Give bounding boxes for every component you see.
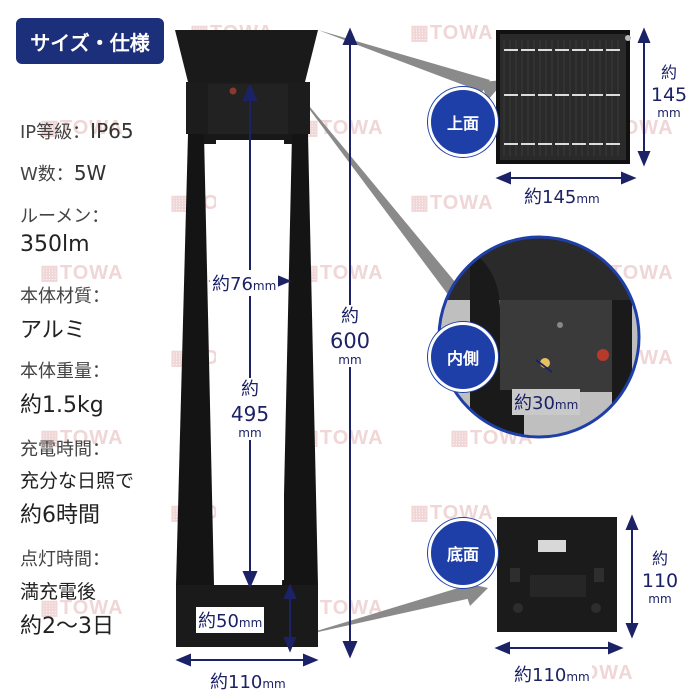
spec-label: IP等級： (20, 122, 91, 143)
spec-material-value: アルミ (20, 318, 86, 343)
dim-inner-part: 約30mm (512, 389, 581, 415)
callout-arrow-inner (286, 78, 470, 308)
badge-inner-view: 内側 (428, 322, 498, 392)
spec-value: 5W (73, 161, 107, 185)
dim-total-height: 約 600 mm (326, 305, 374, 367)
badge-bottom-view: 底面 (428, 518, 498, 588)
spec-weight-label: 本体重量： (20, 361, 110, 382)
watermark: ▦TOWA (40, 427, 124, 449)
dim-top-height: 約 145 mm (650, 63, 688, 120)
dim-inner-height: 約 495 mm (230, 378, 270, 440)
spec-charge-label: 充電時間： (20, 439, 110, 460)
base-bottom-view (497, 517, 617, 632)
spec-wattage: W数：5W (20, 160, 106, 186)
watermark: ▦TOWA (300, 427, 384, 449)
watermark: ▦TOWA (410, 22, 494, 44)
callout-arrow-top (318, 30, 490, 92)
badge-top-view: 上面 (428, 87, 498, 157)
spec-ip-rating: IP等級：IP65 (20, 118, 134, 144)
spec-lumen-value: 350lm (20, 232, 90, 257)
spec-lumen-label: ルーメン： (20, 206, 110, 227)
spec-lighting-label: 点灯時間： (20, 549, 110, 570)
spec-weight-value: 約1.5kg (20, 393, 104, 418)
spec-label: W数： (20, 164, 74, 185)
section-title: サイズ・仕様 (16, 18, 164, 64)
watermark: ▦TOWA (300, 597, 384, 619)
spec-lighting-value: 満充電後 (20, 581, 97, 603)
spec-charge-value: 充分な日照で (20, 470, 135, 492)
spec-lighting-value-2: 約2〜3日 (20, 614, 114, 639)
dim-base-height: 約50mm (196, 607, 265, 633)
spec-material-label: 本体材質： (20, 286, 110, 307)
dim-bottom-height: 約 110 mm (641, 549, 679, 606)
callout-arrow-bottom (300, 585, 476, 636)
dim-bottom-width: 約110mm (512, 661, 592, 687)
spec-value: IP65 (90, 119, 134, 143)
watermark: ▦TOWA (300, 262, 384, 284)
watermark: ▦TOWA (40, 117, 124, 139)
dim-top-width: 約145mm (522, 183, 602, 209)
dim-base-width: 約110mm (208, 668, 288, 694)
dim-inner-width: 約76mm (210, 270, 279, 296)
spec-charge-value-2: 約6時間 (20, 503, 100, 528)
watermark: ▦TOWA (40, 262, 124, 284)
watermark: ▦TOWA (40, 597, 124, 619)
solar-panel-top-view (496, 30, 631, 164)
watermark: ▦TOWA (410, 192, 494, 214)
lamp-body (175, 30, 318, 647)
